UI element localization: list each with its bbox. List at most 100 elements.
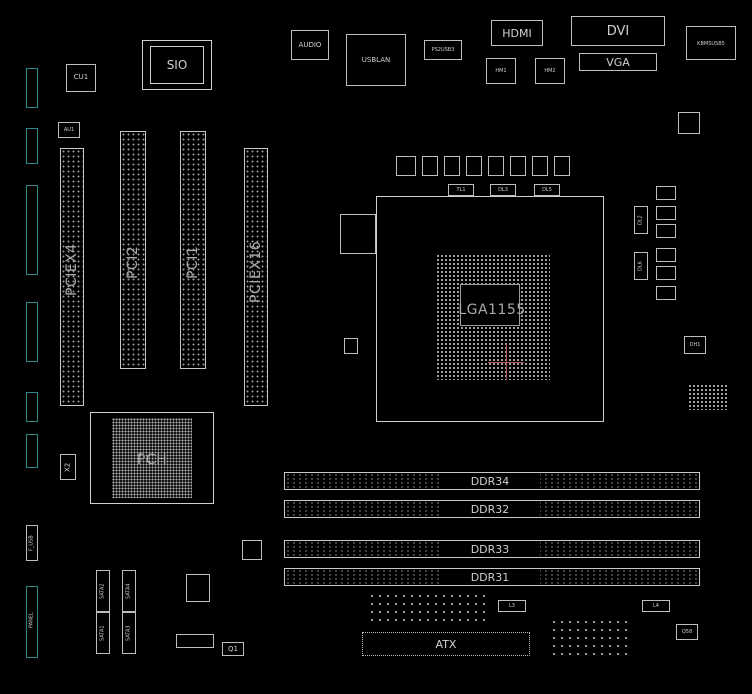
ddr34-label: DDR34 [440,474,540,488]
pciex16-slot[interactable] [244,148,268,406]
right-pad-grid [688,384,728,410]
ddr32-label: DDR32 [440,502,540,516]
mid-chip-4[interactable] [186,574,210,602]
dl3-inductor[interactable] [490,184,516,196]
sata2-connector[interactable] [96,570,110,612]
pciex16-label: PCIEX16 [248,240,264,304]
mosfet-1[interactable] [656,186,676,200]
atx-label: ATX [435,637,457,651]
mosfet-2[interactable] [656,206,676,220]
dl3-label: DL3 [498,186,508,193]
cu1-chip[interactable] [66,64,96,92]
left-header-2[interactable] [26,128,38,164]
sio-chip-inner [150,46,204,84]
pciex4-slot[interactable] [60,148,84,406]
sata3-connector[interactable] [122,612,136,654]
hdmi-label: HDMI [502,26,532,40]
hdmi-connector[interactable] [491,20,543,46]
kbms-label: KBMSUSB5 [697,40,725,47]
dvi-connector[interactable] [571,16,665,46]
l4-inductor[interactable] [642,600,670,612]
vrm-coil-6[interactable] [510,156,526,176]
q1-label: Q1 [228,644,238,653]
fusb-header[interactable] [26,525,38,561]
sio-chip[interactable] [142,40,212,90]
fusb-label: F_USB [28,535,35,551]
sata1-connector[interactable] [96,612,110,654]
q58-label: Q58 [681,628,693,635]
au1-chip[interactable] [58,122,80,138]
bottom-pad-grid-2 [550,618,630,658]
cu1-label: CU1 [73,72,89,81]
x2-crystal[interactable] [60,454,76,480]
ddr33-label: DDR33 [440,542,540,556]
dl6-label: DL6 [637,261,644,271]
dh1-chip[interactable] [684,336,706,354]
mosfet-4[interactable] [656,248,676,262]
mosfet-6[interactable] [656,286,676,300]
q58-transistor[interactable] [676,624,698,640]
audio-label: AUDIO [298,40,322,49]
cpu-socket-label: LGA1155 [458,302,526,318]
tl1-inductor[interactable] [448,184,474,196]
pci2-label: PCI2 [125,245,141,279]
ps2usb-connector[interactable] [424,40,462,60]
sata2-label: SATA2 [99,583,106,599]
sata4-label: SATA4 [125,583,132,599]
left-header-4[interactable] [26,302,38,362]
mid-chip-2[interactable] [344,338,358,354]
mid-chip-5[interactable] [176,634,214,648]
vrm-coil-2[interactable] [422,156,438,176]
pci1-slot[interactable] [180,131,206,369]
mid-chip-6[interactable] [678,112,700,134]
vrm-coil-1[interactable] [396,156,416,176]
tl1-label: TL1 [456,186,466,193]
x2-label: X2 [63,462,72,472]
vrm-coil-4[interactable] [466,156,482,176]
sata4-connector[interactable] [122,570,136,612]
dl5-inductor[interactable] [534,184,560,196]
cpu-socket-outline[interactable] [376,196,604,422]
usblan-connector[interactable] [346,34,406,86]
kbms-connector[interactable] [686,26,736,60]
dl2-inductor[interactable] [634,206,648,234]
l4-label: L4 [653,602,659,609]
vrm-coil-5[interactable] [488,156,504,176]
bottom-pad-grid-1 [368,592,488,622]
audio-connector[interactable] [291,30,329,60]
vrm-coil-3[interactable] [444,156,460,176]
vrm-coil-7[interactable] [532,156,548,176]
mid-chip-1[interactable] [340,214,376,254]
dl5-label: DL5 [542,186,552,193]
q1-transistor[interactable] [222,642,244,656]
left-header-5[interactable] [26,392,38,422]
au1-label: AU1 [63,126,75,133]
mosfet-5[interactable] [656,266,676,280]
pch-outline[interactable] [90,412,214,504]
vga-connector[interactable] [579,53,657,71]
sata3-label: SATA3 [125,625,132,641]
left-header-3[interactable] [26,185,38,275]
hm2-label: HM2 [544,67,556,74]
vga-label: VGA [606,55,630,69]
pch-pins [112,418,192,498]
dvi-label: DVI [606,23,630,39]
left-header-6[interactable] [26,434,38,468]
left-header-1[interactable] [26,68,38,108]
panel-header[interactable] [26,586,38,658]
dl6-inductor[interactable] [634,252,648,280]
cpu-socket-center [460,284,520,326]
ddr31-label: DDR31 [440,570,540,584]
vrm-coil-8[interactable] [554,156,570,176]
sata1-label: SATA1 [99,625,106,641]
dl2-label: DL2 [637,215,644,225]
hm2-component[interactable] [535,58,565,84]
mosfet-3[interactable] [656,224,676,238]
atx-connector[interactable] [362,632,530,656]
l3-inductor[interactable] [498,600,526,612]
mid-chip-3[interactable] [242,540,262,560]
hm1-component[interactable] [486,58,516,84]
l3-label: L3 [509,602,515,609]
pci2-slot[interactable] [120,131,146,369]
